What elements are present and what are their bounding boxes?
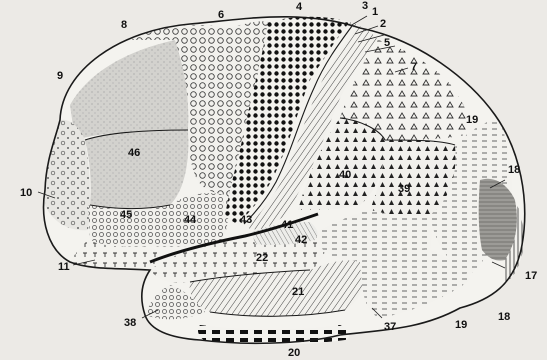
- area-46-region: [85, 130, 188, 209]
- area-43-label: 43: [240, 214, 252, 226]
- area-1-label: 1: [372, 6, 378, 18]
- area-3-label: 3: [362, 0, 368, 12]
- area-10-label: 10: [20, 187, 32, 199]
- area-39-label: 39: [398, 183, 410, 195]
- area-38-label: 38: [124, 317, 136, 329]
- area-8-label: 8: [121, 19, 127, 31]
- area-19-bottom-label: 19: [455, 319, 467, 331]
- area-42-label: 42: [295, 234, 307, 246]
- area-19-top-label: 19: [466, 114, 478, 126]
- area-46-label: 46: [128, 147, 140, 159]
- area-7-label: 7: [411, 61, 417, 73]
- area-40-label: 40: [339, 169, 351, 181]
- area-5-label: 5: [384, 37, 390, 49]
- area-20-label: 20: [288, 347, 300, 359]
- area-9-label: 9: [57, 70, 63, 82]
- area-44-label: 44: [184, 214, 197, 226]
- area-11-label: 11: [58, 261, 70, 273]
- area-4-label: 4: [296, 1, 303, 13]
- area-18-top-label: 18: [508, 164, 520, 176]
- area-17-label: 17: [525, 270, 537, 282]
- area-22-label: 22: [256, 252, 268, 264]
- area-41-label: 41: [281, 219, 293, 231]
- area-6-label: 6: [218, 9, 224, 21]
- area-18-bottom-label: 18: [498, 311, 510, 323]
- area-37-label: 37: [384, 321, 396, 333]
- area-9-region: [70, 40, 188, 140]
- area-21-label: 21: [292, 286, 304, 298]
- area-45-label: 45: [120, 209, 132, 221]
- area-2-label: 2: [380, 18, 386, 30]
